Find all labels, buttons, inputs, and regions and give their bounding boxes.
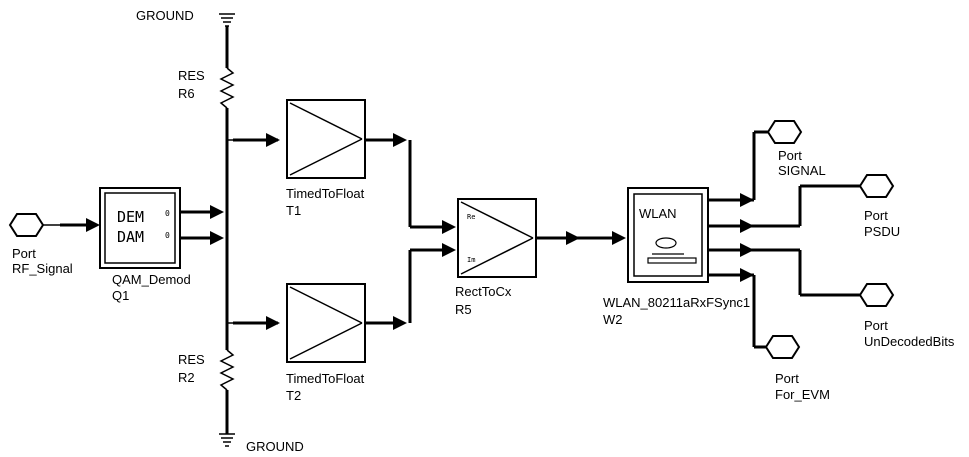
port-psdu[interactable]: Port PSDU — [858, 174, 900, 239]
t2-type: TimedToFloat — [286, 371, 365, 386]
qam-line1: DEM — [117, 208, 144, 226]
wire-t2-to-rect — [365, 243, 456, 330]
port-rf-name: RF_Signal — [12, 261, 73, 276]
t2-ref: T2 — [286, 388, 301, 403]
wire-qam-outputs — [180, 205, 224, 245]
port-psdu-kind: Port — [864, 208, 888, 223]
wire-rf-to-qam — [60, 218, 100, 232]
wire-to-port-undecoded — [754, 248, 860, 297]
ground-top-label: GROUND — [136, 8, 194, 23]
wlan-title: WLAN — [639, 206, 677, 221]
resistor-r2[interactable]: RES R2 — [178, 320, 235, 434]
wire-t1-to-rect — [365, 133, 456, 234]
rect-to-cx-block[interactable]: Re Im RectToCx R5 — [455, 198, 537, 317]
port-undecoded-name: UnDecodedBits — [864, 334, 955, 349]
qam-type: QAM_Demod — [112, 272, 191, 287]
ground-top[interactable]: GROUND — [136, 8, 235, 68]
wlan-receiver-block[interactable]: WLAN WLAN_80211aRxFSync1 W2 — [603, 187, 750, 327]
wlan-ref: W2 — [603, 312, 623, 327]
qam-line2: DAM — [117, 228, 144, 246]
port-signal-kind: Port — [778, 148, 802, 163]
res-r2-type: RES — [178, 352, 205, 367]
port-signal[interactable]: Port SIGNAL — [766, 120, 826, 178]
wire-rail-to-t1 — [227, 133, 280, 147]
wire-to-port-psdu — [754, 184, 860, 228]
rect-in-re: Re — [467, 213, 475, 221]
port-for-evm[interactable]: Port For_EVM — [764, 335, 830, 402]
t1-ref: T1 — [286, 203, 301, 218]
port-undecoded-bits[interactable]: Port UnDecodedBits — [858, 283, 955, 349]
rect-in-im: Im — [467, 256, 475, 264]
port-rf-signal[interactable]: Port RF_Signal — [8, 213, 73, 276]
wire-to-port-evm — [752, 275, 766, 349]
port-signal-name: SIGNAL — [778, 163, 826, 178]
rect-ref: R5 — [455, 302, 472, 317]
timed-to-float-t1[interactable]: TimedToFloat T1 — [286, 99, 366, 218]
resistor-r6[interactable]: RES R6 — [178, 67, 235, 109]
ground-bottom[interactable]: GROUND — [219, 433, 304, 454]
port-psdu-name: PSDU — [864, 224, 900, 239]
res-r2-ref: R2 — [178, 370, 195, 385]
port-evm-name: For_EVM — [775, 387, 830, 402]
res-r6-ref: R6 — [178, 86, 195, 101]
qam-demod-block[interactable]: DEM DAM 0 0 QAM_Demod Q1 — [99, 187, 191, 303]
port-rf-kind: Port — [12, 246, 36, 261]
wire-to-port-signal — [752, 130, 770, 200]
res-r6-type: RES — [178, 68, 205, 83]
port-evm-kind: Port — [775, 371, 799, 386]
wire-rect-to-wlan — [536, 231, 626, 245]
timed-to-float-t2[interactable]: TimedToFloat T2 — [286, 283, 366, 403]
qam-ref: Q1 — [112, 288, 129, 303]
t1-type: TimedToFloat — [286, 186, 365, 201]
wire-wlan-outputs — [708, 193, 754, 282]
wlan-signal-icon — [655, 237, 677, 249]
wlan-type: WLAN_80211aRxFSync1 — [603, 295, 750, 310]
rect-type: RectToCx — [455, 284, 512, 299]
wire-rail-to-t2 — [227, 316, 280, 330]
svg-text:0: 0 — [165, 209, 170, 218]
svg-text:0: 0 — [165, 231, 170, 240]
port-undecoded-kind: Port — [864, 318, 888, 333]
ground-bottom-label: GROUND — [246, 439, 304, 454]
